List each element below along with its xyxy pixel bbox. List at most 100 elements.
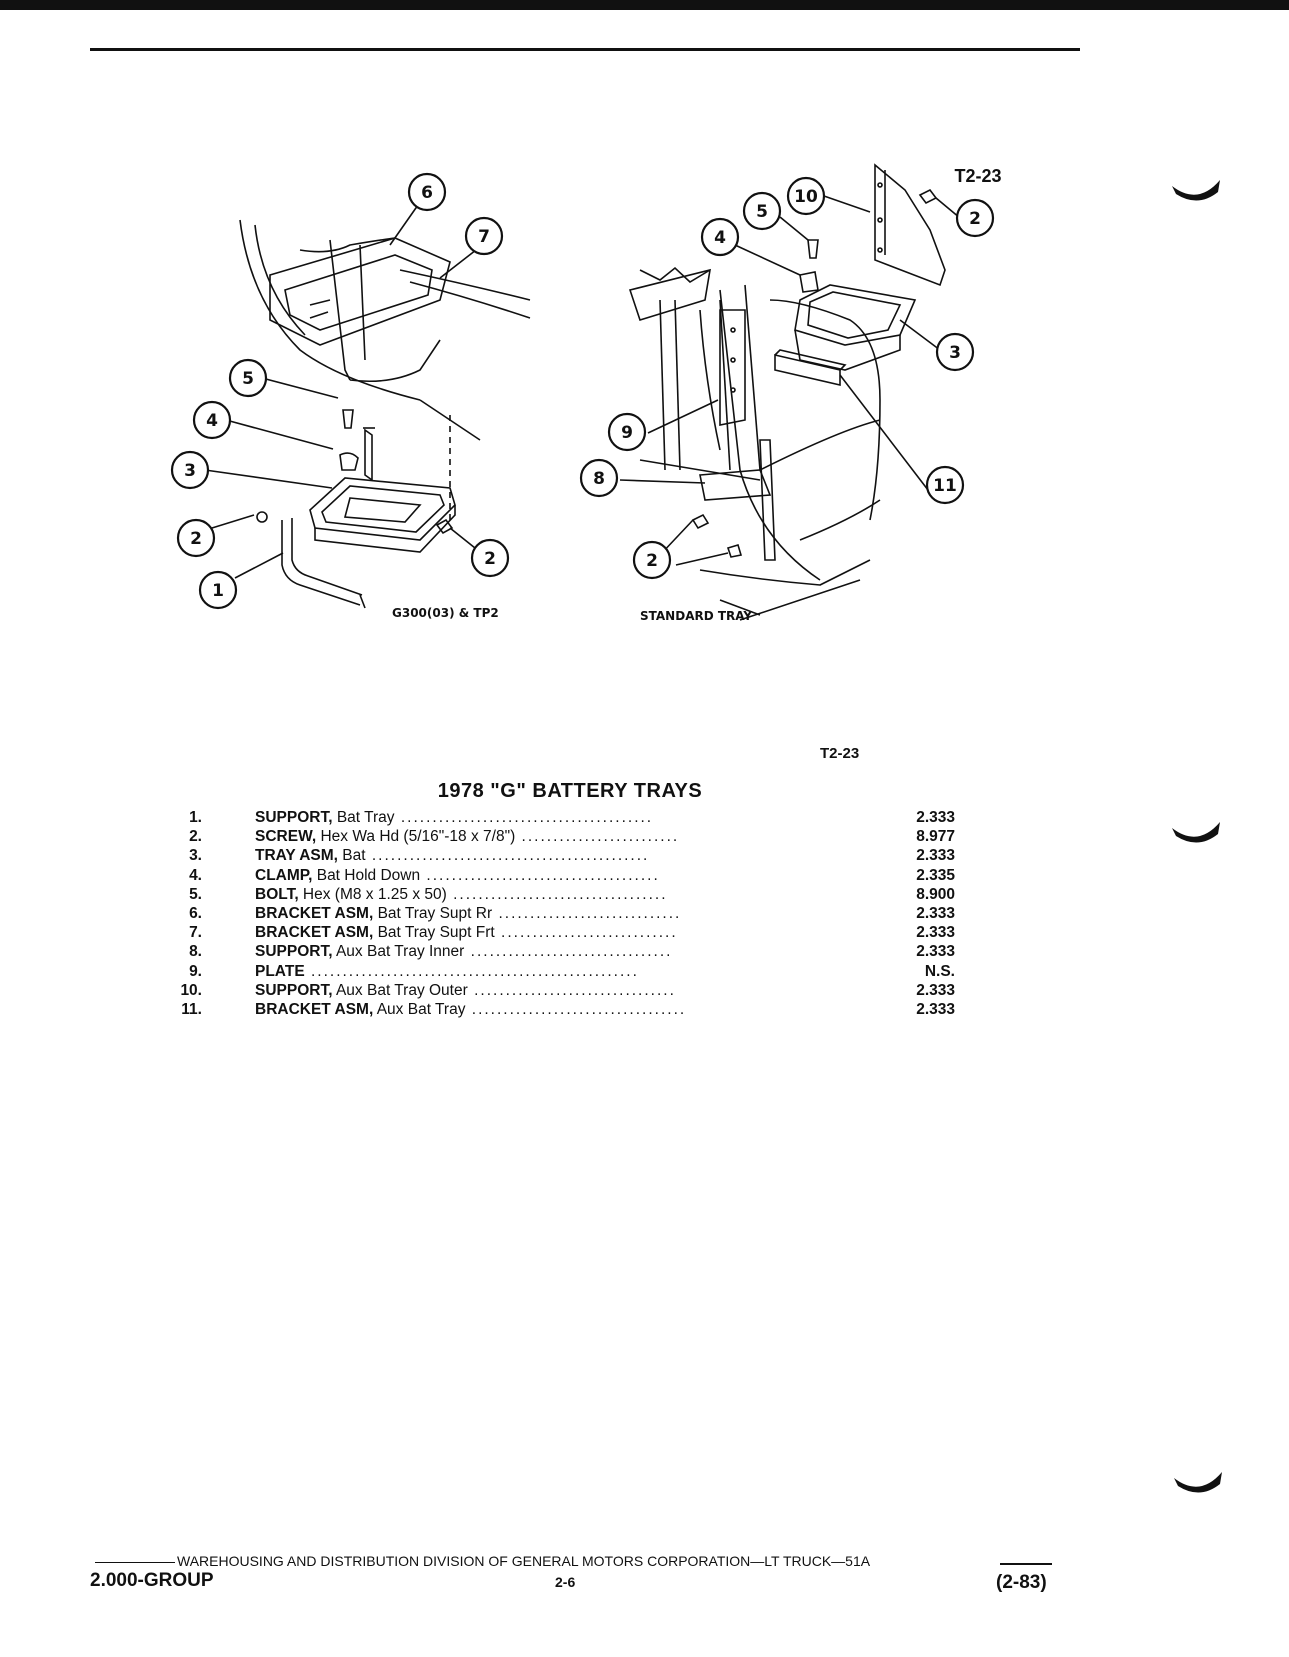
- dot-leader: ................................: [467, 981, 676, 999]
- footer-dash: [95, 1561, 175, 1564]
- footer-publisher-text: WAREHOUSING AND DISTRIBUTION DIVISION OF…: [177, 1553, 871, 1569]
- binder-hole-mark: [1172, 180, 1220, 201]
- part-name: SUPPORT,: [255, 981, 333, 999]
- part-number: 4.: [189, 866, 202, 884]
- part-row: 11. BRACKET ASM, Aux Bat Tray ..........…: [150, 1000, 970, 1019]
- part-name: PLATE: [255, 962, 305, 980]
- part-row: 9. PLATE ...............................…: [150, 962, 970, 981]
- part-row: 10. SUPPORT, Aux Bat Tray Outer ........…: [150, 981, 970, 1000]
- part-detail: Bat: [337, 847, 366, 865]
- header-rule: [90, 48, 1080, 51]
- battery-tray-diagram: 6 7 5 4 3 2 2 1 10 5 4 2 3 9 8 11 2 T2-2…: [170, 163, 1002, 623]
- part-detail: Bat Tray Supt Frt: [373, 924, 495, 942]
- part-group-code: 2.333: [916, 809, 955, 826]
- part-description: BRACKET ASM, Bat Tray Supt Frt .........…: [255, 923, 855, 942]
- callout-label: 10: [794, 187, 818, 207]
- part-name: TRAY ASM,: [255, 847, 338, 865]
- dot-leader: .....................................: [420, 866, 660, 884]
- part-description: SUPPORT, Aux Bat Tray Outer ............…: [255, 981, 855, 1000]
- callout-label: 4: [206, 411, 218, 431]
- part-description: BRACKET ASM, Aux Bat Tray ..............…: [255, 1000, 855, 1019]
- part-number: 2.: [189, 828, 202, 846]
- part-description: PLATE ..................................…: [255, 962, 855, 981]
- part-number: 7.: [189, 924, 202, 942]
- part-description: SUPPORT, Bat Tray ......................…: [255, 808, 855, 827]
- footer-date-code: (2-83): [996, 1572, 1047, 1593]
- part-row: 8. SUPPORT, Aux Bat Tray Inner .........…: [150, 942, 970, 961]
- callout-label: 4: [714, 228, 726, 248]
- callout-label: 8: [593, 469, 605, 489]
- callout-label: 3: [949, 343, 961, 363]
- part-number: 11.: [181, 1000, 202, 1018]
- part-group-code: 8.977: [916, 828, 955, 846]
- part-description: BRACKET ASM, Bat Tray Supt Rr ..........…: [255, 904, 855, 923]
- figure-reference: T2-23: [820, 745, 860, 762]
- dot-leader: ..................................: [465, 1000, 687, 1018]
- part-number: 6.: [189, 904, 202, 922]
- part-number: 1.: [189, 809, 202, 826]
- part-description: BOLT, Hex (M8 x 1.25 x 50) .............…: [255, 885, 855, 904]
- callout-label: 11: [933, 476, 957, 496]
- part-row: 6. BRACKET ASM, Bat Tray Supt Rr .......…: [150, 904, 970, 923]
- part-group-code: N.S.: [924, 962, 955, 980]
- callout-label: 2: [190, 529, 202, 549]
- part-number: 5.: [189, 885, 202, 903]
- part-detail: Aux Bat Tray: [373, 1000, 466, 1018]
- part-name: BRACKET ASM,: [255, 1000, 374, 1018]
- right-caption: STANDARD TRAY: [640, 609, 752, 623]
- part-row: 7. BRACKET ASM, Bat Tray Supt Frt ......…: [150, 923, 970, 942]
- part-name: SCREW,: [255, 828, 317, 846]
- callout-label: 2: [646, 551, 658, 571]
- part-detail: Aux Bat Tray Outer: [332, 981, 468, 999]
- callout-label: 3: [184, 461, 196, 481]
- callout-label: 2: [484, 549, 496, 569]
- part-group-code: 2.333: [916, 924, 955, 942]
- part-group-code: 2.333: [916, 943, 955, 961]
- part-row: 1. SUPPORT, Bat Tray ...................…: [150, 808, 970, 827]
- part-name: BRACKET ASM,: [255, 924, 374, 942]
- part-row: 3. TRAY ASM, Bat .......................…: [150, 846, 970, 865]
- part-number: 8.: [189, 943, 202, 961]
- callout-label: 6: [421, 183, 433, 203]
- part-detail: Bat Tray: [332, 809, 395, 826]
- callout-label: 9: [621, 423, 633, 443]
- part-row: 4. CLAMP, Bat Hold Down ................…: [150, 866, 970, 885]
- part-group-code: 8.900: [916, 885, 955, 903]
- parts-list: 1. SUPPORT, Bat Tray ...................…: [150, 808, 970, 1019]
- callout-label: 5: [756, 202, 768, 222]
- part-number: 9.: [189, 962, 202, 980]
- part-description: CLAMP, Bat Hold Down ...................…: [255, 866, 855, 885]
- part-description: SCREW, Hex Wa Hd (5/16"-18 x 7/8") .....…: [255, 827, 855, 846]
- top-edge-bar: [0, 0, 1289, 10]
- part-group-code: 2.335: [916, 866, 955, 884]
- part-group-code: 2.333: [916, 1000, 955, 1018]
- part-name: SUPPORT,: [255, 809, 333, 826]
- part-detail: Aux Bat Tray Inner: [332, 943, 465, 961]
- callout-label: 5: [242, 369, 254, 389]
- part-description: TRAY ASM, Bat ..........................…: [255, 846, 855, 865]
- dot-leader: .............................: [492, 904, 682, 922]
- dot-leader: ........................................…: [304, 962, 639, 980]
- page-title: 1978 "G" BATTERY TRAYS: [437, 780, 703, 802]
- right-illustration: [619, 163, 961, 621]
- part-name: BRACKET ASM,: [255, 904, 374, 922]
- part-detail: Bat Hold Down: [312, 866, 421, 884]
- part-detail: Hex Wa Hd (5/16"-18 x 7/8"): [316, 828, 516, 846]
- callout-label: 1: [212, 581, 224, 601]
- part-group-code: 2.333: [916, 847, 955, 865]
- part-detail: Bat Tray Supt Rr: [373, 904, 493, 922]
- binder-hole-mark: [1172, 822, 1220, 843]
- part-name: SUPPORT,: [255, 943, 333, 961]
- figure-ref-top: T2-23: [954, 166, 1001, 186]
- footer-publisher-line: WAREHOUSING AND DISTRIBUTION DIVISION OF…: [95, 1553, 870, 1569]
- part-description: SUPPORT, Aux Bat Tray Inner ............…: [255, 942, 855, 961]
- dot-leader: ..................................: [446, 885, 668, 903]
- part-number: 10.: [180, 981, 202, 999]
- dot-leader: ........................................…: [365, 847, 650, 865]
- callout-label: 7: [478, 227, 490, 247]
- left-caption: G300(03) & TP2: [392, 606, 499, 620]
- part-group-code: 2.333: [916, 981, 955, 999]
- callout-label: 2: [969, 209, 981, 229]
- left-illustration: [204, 204, 531, 609]
- footer-group-label: 2.000-GROUP: [90, 1570, 214, 1591]
